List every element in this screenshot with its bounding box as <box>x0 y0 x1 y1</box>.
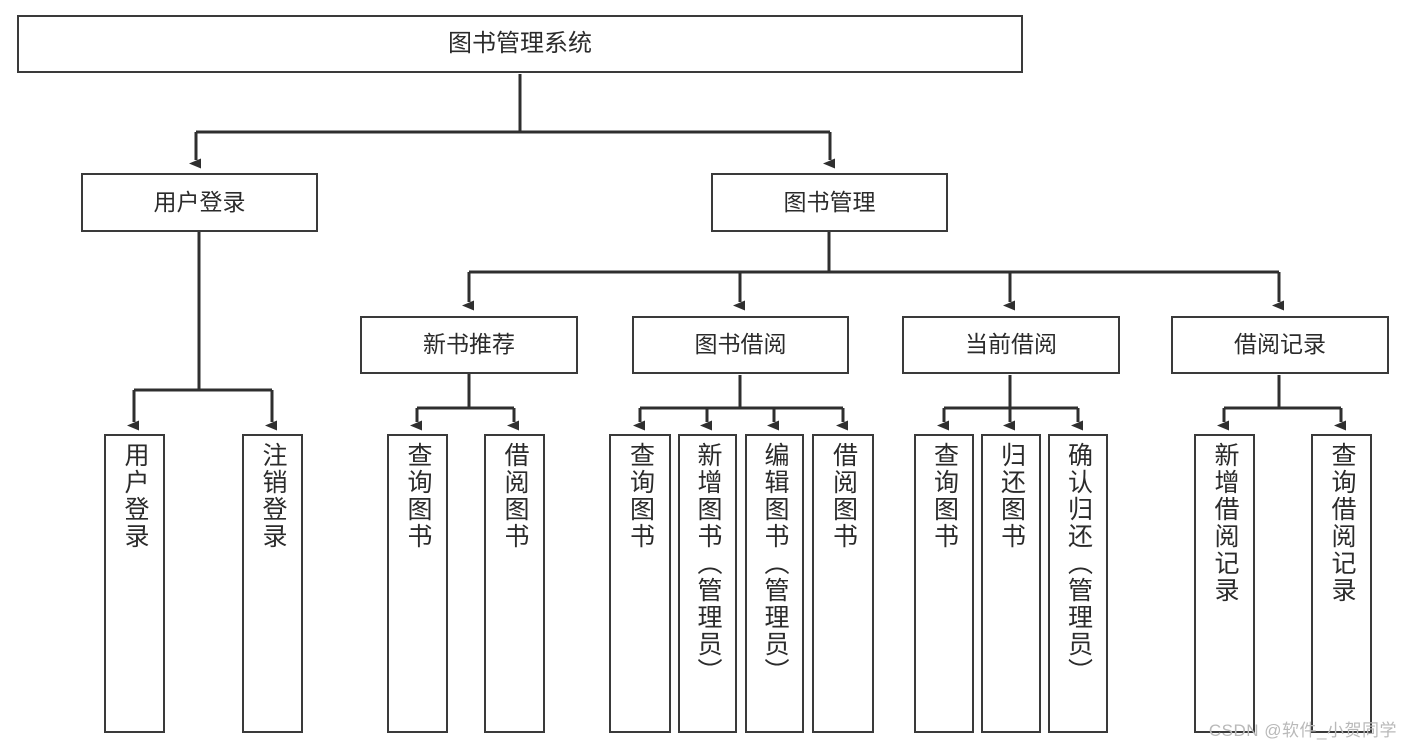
leaf-edit-book[interactable]: 编辑图书（管理员） <box>745 434 804 733</box>
node-borrow-record-label: 借阅记录 <box>1234 331 1326 358</box>
leaf-query-borrow-record[interactable]: 查询借阅记录 <box>1311 434 1372 733</box>
leaf-borrow-book-recommend-label: 借阅图书 <box>501 442 529 550</box>
leaf-query-book-recommend-label: 查询图书 <box>404 442 432 550</box>
node-current-borrow-label: 当前借阅 <box>965 331 1057 358</box>
node-book-management-label: 图书管理 <box>783 188 876 215</box>
leaf-return-book[interactable]: 归还图书 <box>981 434 1041 733</box>
leaf-add-book-label: 新增图书（管理员） <box>694 442 722 685</box>
leaf-add-book[interactable]: 新增图书（管理员） <box>678 434 737 733</box>
leaf-user-login-label: 用户登录 <box>121 442 149 550</box>
leaf-edit-book-label: 编辑图书（管理员） <box>761 442 789 685</box>
leaf-add-borrow-record-label: 新增借阅记录 <box>1211 442 1239 604</box>
csdn-watermark: CSDN @软件_小贺同学 <box>1208 721 1397 740</box>
leaf-query-book-recommend[interactable]: 查询图书 <box>387 434 448 733</box>
node-new-book-recommend[interactable]: 新书推荐 <box>360 316 578 374</box>
leaf-query-book-current[interactable]: 查询图书 <box>914 434 974 733</box>
node-book-borrow[interactable]: 图书借阅 <box>632 316 849 374</box>
node-book-borrow-label: 图书借阅 <box>694 331 787 358</box>
leaf-query-book-borrow-label: 查询图书 <box>626 442 655 550</box>
node-user-login[interactable]: 用户登录 <box>81 173 318 232</box>
leaf-borrow-book-recommend[interactable]: 借阅图书 <box>484 434 545 733</box>
leaf-logout[interactable]: 注销登录 <box>242 434 303 733</box>
node-current-borrow[interactable]: 当前借阅 <box>902 316 1120 374</box>
leaf-query-borrow-record-label: 查询借阅记录 <box>1328 442 1356 604</box>
leaf-confirm-return-label: 确认归还（管理员） <box>1064 442 1093 685</box>
node-new-book-recommend-label: 新书推荐 <box>423 331 515 358</box>
node-borrow-record[interactable]: 借阅记录 <box>1171 316 1389 374</box>
leaf-query-book-current-label: 查询图书 <box>930 442 959 550</box>
leaf-add-borrow-record[interactable]: 新增借阅记录 <box>1194 434 1255 733</box>
leaf-return-book-label: 归还图书 <box>997 442 1026 550</box>
leaf-borrow-book-label: 借阅图书 <box>829 442 858 550</box>
node-user-login-label: 用户登录 <box>153 188 246 215</box>
node-book-management[interactable]: 图书管理 <box>711 173 948 232</box>
leaf-confirm-return[interactable]: 确认归还（管理员） <box>1048 434 1108 733</box>
leaf-borrow-book[interactable]: 借阅图书 <box>812 434 874 733</box>
leaf-query-book-borrow[interactable]: 查询图书 <box>609 434 671 733</box>
leaf-logout-label: 注销登录 <box>259 442 287 550</box>
node-root-label: 图书管理系统 <box>448 29 592 57</box>
leaf-user-login[interactable]: 用户登录 <box>104 434 165 733</box>
node-root[interactable]: 图书管理系统 <box>17 15 1023 73</box>
